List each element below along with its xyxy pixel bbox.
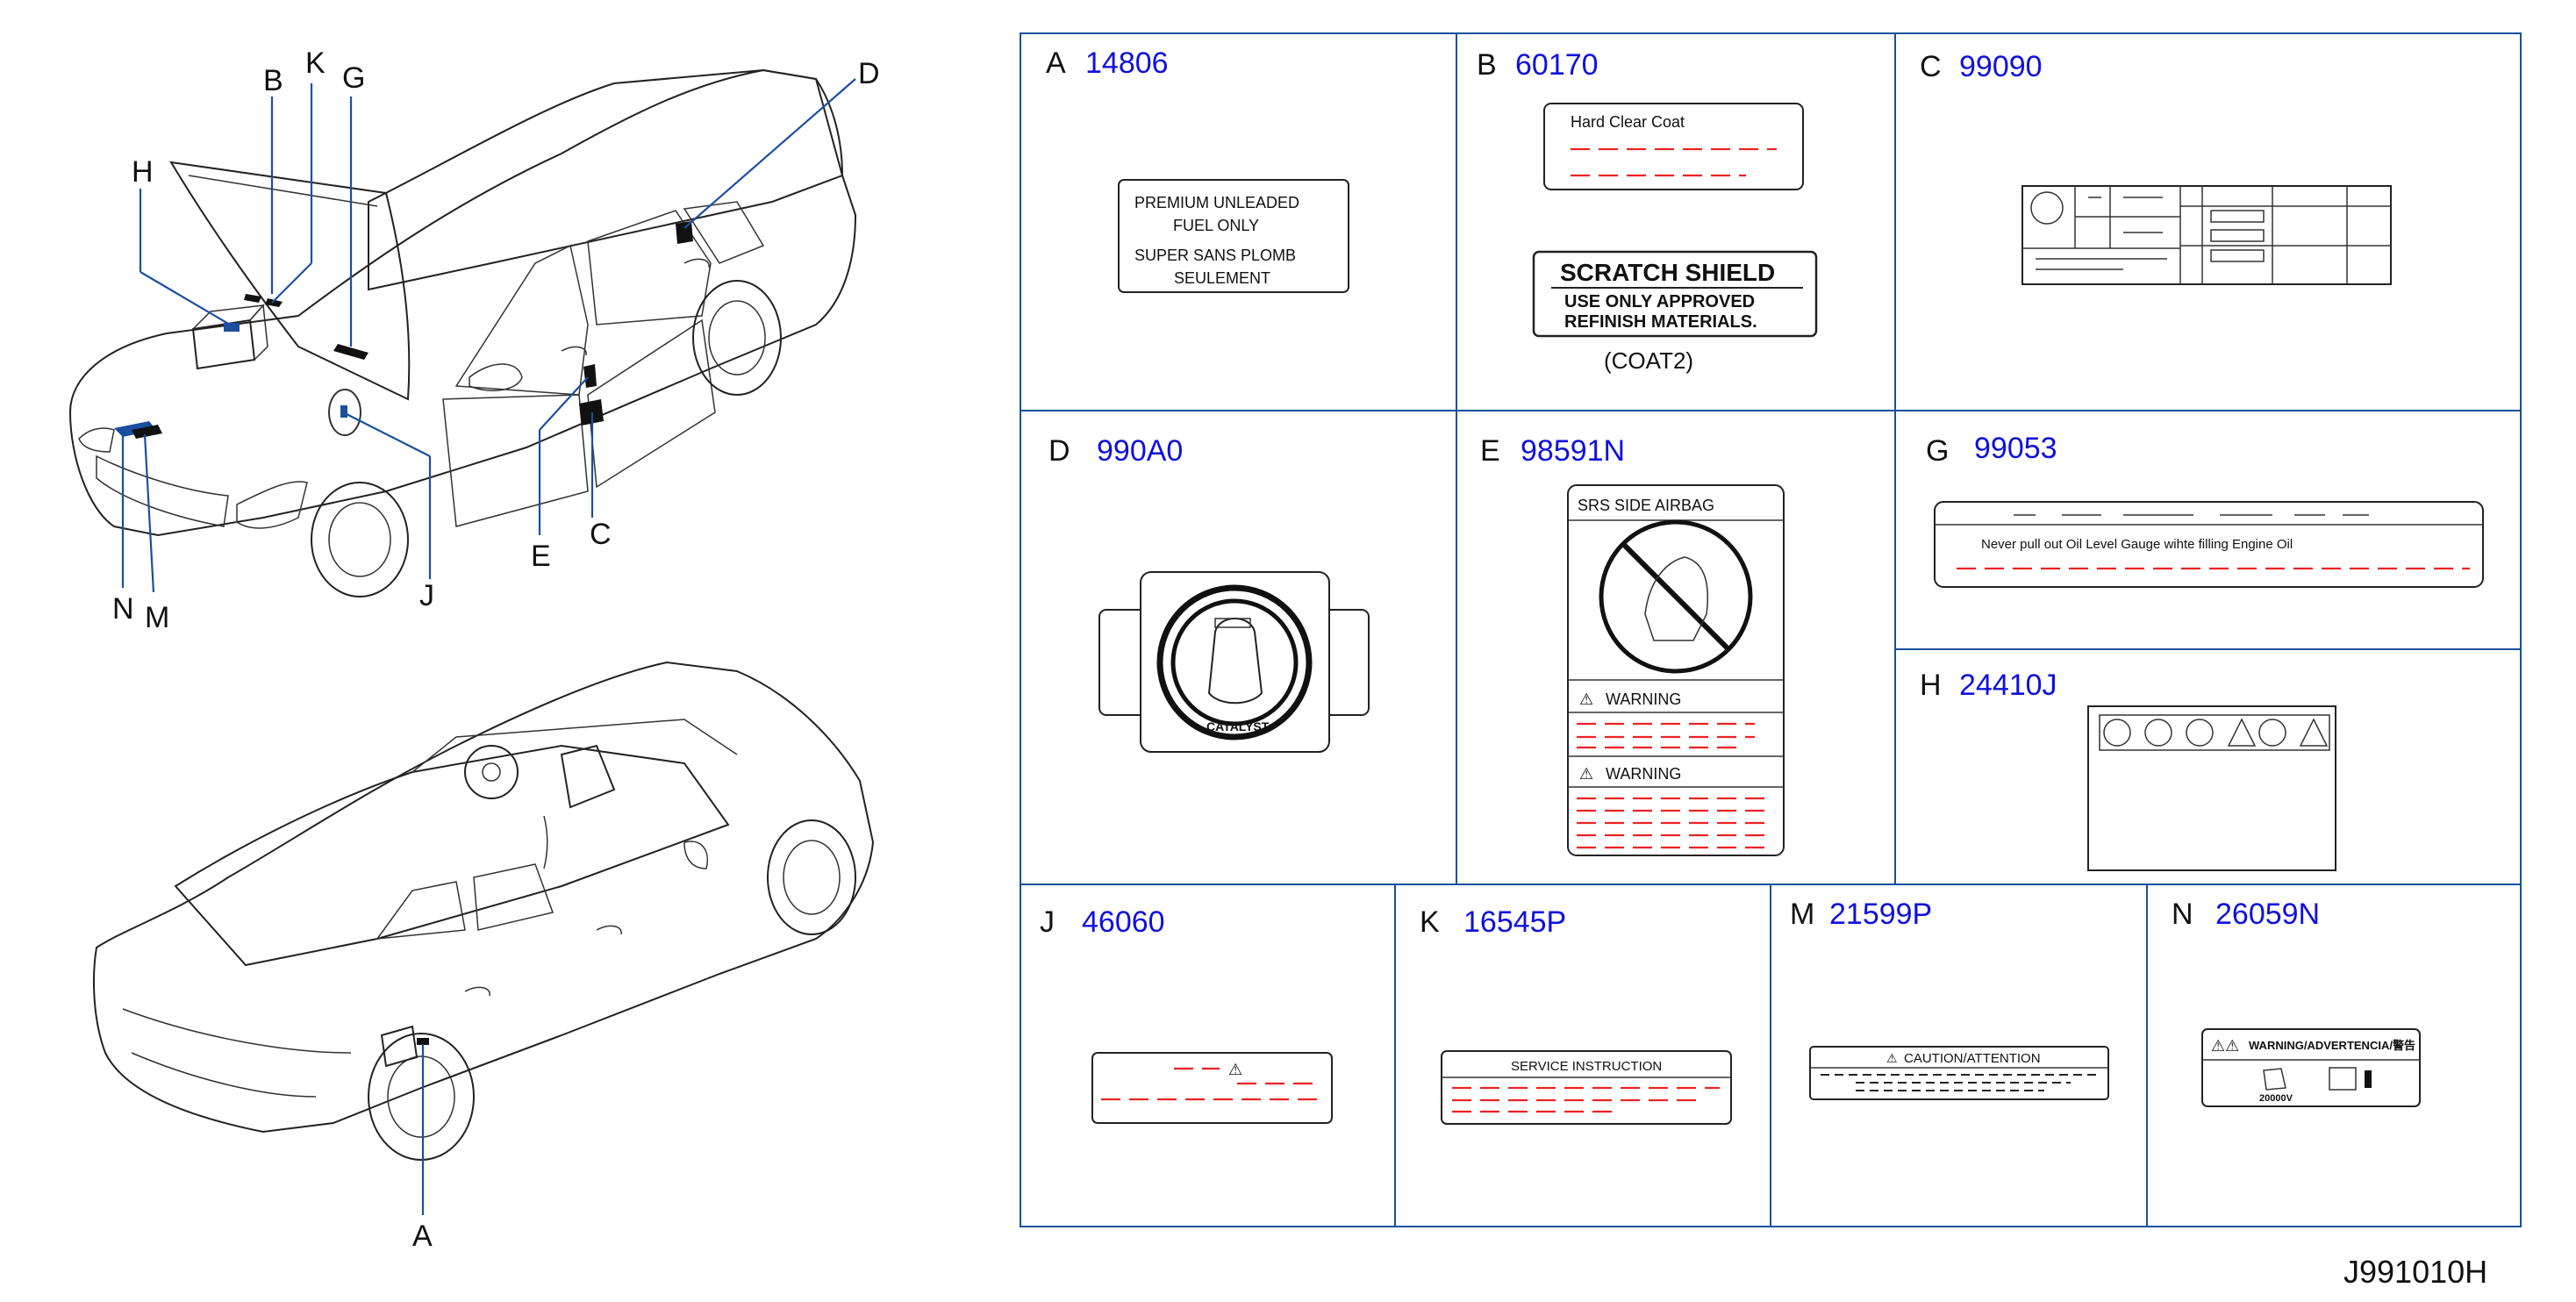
label-m-title: CAUTION/ATTENTION	[1904, 1051, 2041, 1066]
car-rear-illustration	[93, 661, 875, 1161]
label-d-text: CATALYST	[1206, 719, 1270, 733]
label-grid	[1020, 32, 2522, 1227]
callout-k: K	[305, 46, 326, 80]
cell-letter-g: G	[1926, 434, 1949, 468]
label-b-paint: Hard Clear Coat SCRATCH SHIELD USE ONLY …	[1532, 103, 1818, 374]
part-number-k: 16545P	[1463, 905, 1566, 939]
part-number-h: 24410J	[1959, 669, 2057, 702]
part-number-j: 46060	[1082, 905, 1165, 939]
cell-headers: A 14806 B 60170 C 99090 D 990A0 E 98591N…	[1040, 46, 2320, 939]
part-number-d: 990A0	[1097, 434, 1183, 468]
label-g-words: Never pull out Oil Level Gauge wihte fil…	[1981, 537, 2293, 552]
part-number-a: 14806	[1085, 46, 1169, 80]
label-b-header: Hard Clear Coat	[1571, 113, 1685, 131]
label-g-oil: Never pull out Oil Level Gauge wihte fil…	[1934, 501, 2484, 588]
cell-letter-k: K	[1420, 905, 1440, 939]
cell-letter-a: A	[1046, 46, 1066, 80]
cell-letter-d: D	[1048, 434, 1070, 468]
callout-c: C	[590, 518, 612, 551]
part-number-c: 99090	[1959, 50, 2043, 83]
label-e-airbag: SRS SIDE AIRBAG ⚠ WARNING ⚠ WARNING	[1567, 484, 1785, 856]
label-a-line3: SUPER SANS PLOMB	[1134, 247, 1296, 264]
label-d-catalyst: CATALYST	[1098, 571, 1370, 753]
label-a-line4: SEULEMENT	[1174, 269, 1270, 287]
callout-b: B	[263, 64, 283, 97]
part-number-n: 26059N	[2215, 898, 2320, 931]
diagram-id: J991010H	[2343, 1254, 2487, 1290]
label-h-battery	[2087, 705, 2336, 871]
callout-g: G	[342, 61, 365, 95]
part-number-e: 98591N	[1521, 434, 1625, 468]
caution-icon: ⚠	[1228, 1061, 1242, 1078]
callouts-top: B K G D H N M J E C	[112, 46, 880, 634]
callout-m: M	[145, 601, 169, 634]
label-c-tire-placard	[2021, 185, 2392, 285]
warning-icon-2: ⚠	[1579, 765, 1593, 783]
cell-letter-b: B	[1477, 48, 1497, 82]
cell-letter-j: J	[1040, 905, 1055, 939]
part-number-m: 21599P	[1829, 898, 1932, 931]
label-n-warning: ⚠⚠ WARNING/ADVERTENCIA/警告 20000V	[2201, 1028, 2421, 1107]
callout-a: A	[412, 1220, 433, 1253]
label-b-title: SCRATCH SHIELD	[1560, 259, 1775, 286]
callout-n: N	[112, 592, 134, 626]
label-j-label: ⚠	[1091, 1052, 1333, 1124]
callout-d: D	[858, 57, 880, 90]
callout-e: E	[531, 540, 551, 573]
car-front-illustration	[68, 68, 857, 597]
warning-icon-1: ⚠	[1579, 690, 1593, 708]
cell-letter-n: N	[2172, 898, 2193, 931]
part-number-b: 60170	[1515, 48, 1599, 82]
callout-h: H	[132, 155, 154, 189]
label-k-title: SERVICE INSTRUCTION	[1511, 1059, 1662, 1074]
cell-letter-h: H	[1920, 669, 1942, 702]
label-e-header: SRS SIDE AIRBAG	[1578, 497, 1714, 514]
label-e-warning2: WARNING	[1606, 765, 1681, 783]
label-e-warning1: WARNING	[1606, 690, 1681, 708]
label-m-caution: ⚠ CAUTION/ATTENTION	[1809, 1046, 2109, 1100]
warning-icon-n: ⚠⚠	[2211, 1037, 2239, 1055]
part-number-g: 99053	[1974, 432, 2057, 465]
label-a-fuel: PREMIUM UNLEADED FUEL ONLY SUPER SANS PL…	[1118, 179, 1349, 293]
label-a-line1: PREMIUM UNLEADED	[1134, 194, 1299, 211]
label-n-voltage: 20000V	[2259, 1093, 2293, 1104]
label-b-line2: REFINISH MATERIALS.	[1564, 312, 1757, 332]
label-k-service: SERVICE INSTRUCTION	[1441, 1050, 1732, 1125]
label-b-line1: USE ONLY APPROVED	[1564, 292, 1755, 311]
cell-letter-m: M	[1790, 898, 1814, 931]
label-n-title: WARNING/ADVERTENCIA/警告	[2249, 1039, 2415, 1052]
cell-letter-c: C	[1920, 50, 1942, 83]
cell-letter-e: E	[1480, 434, 1500, 468]
label-b-caption: (COAT2)	[1604, 347, 1693, 374]
label-a-line2: FUEL ONLY	[1173, 217, 1259, 234]
caution-icon-m: ⚠	[1886, 1051, 1898, 1065]
callout-j: J	[419, 579, 434, 612]
leader-lines-top	[121, 78, 856, 593]
